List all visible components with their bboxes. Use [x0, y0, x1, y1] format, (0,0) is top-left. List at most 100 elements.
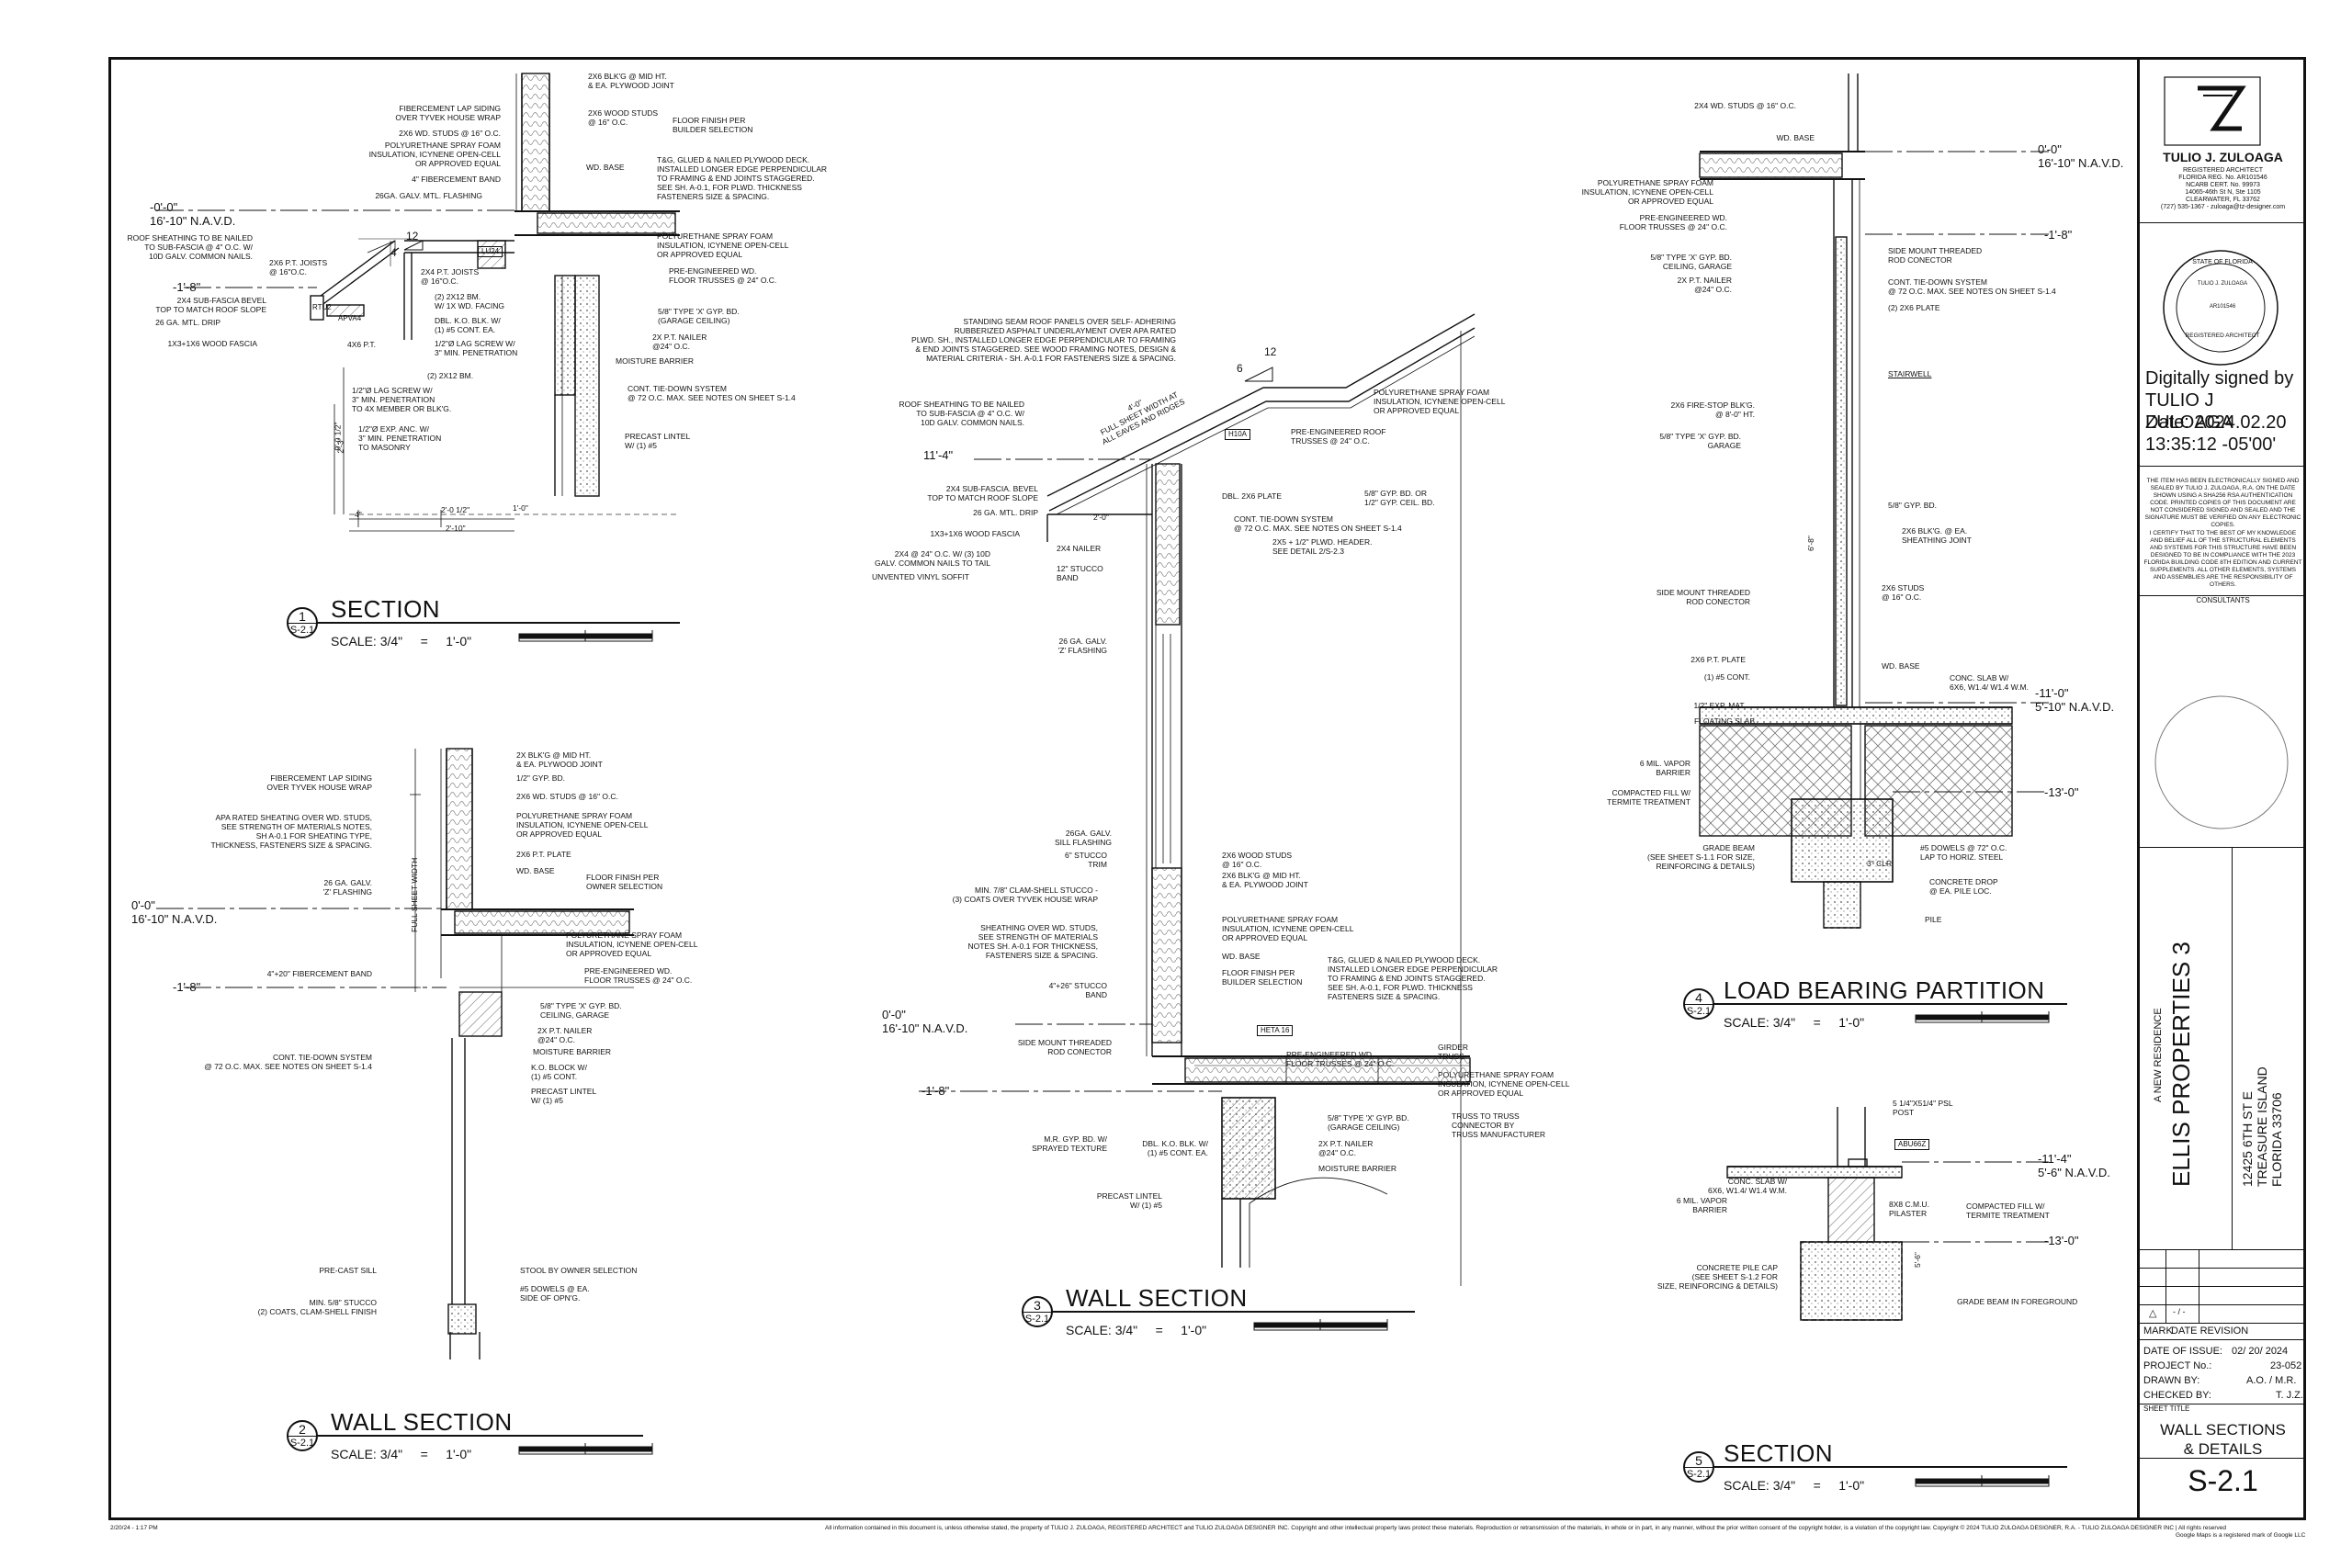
note-dowels: #5 DOWELS @ 72" O.C. LAP TO HORIZ. STEEL — [1920, 843, 2007, 862]
note-roof-panels: STANDING SEAM ROOF PANELS OVER SELF- ADH… — [911, 317, 1176, 363]
pitch-run: 12 — [406, 230, 419, 243]
note-beam: (2) 2x12 BM. — [427, 371, 474, 380]
note-dowels: #5 DOWELS @ EA. SIDE OF OPN'G. — [520, 1284, 590, 1303]
note-pile-cap: CONCRETE PILE CAP (SEE SHEET S-1.2 FOR S… — [1657, 1263, 1778, 1291]
note-grade-beam: GRADE BEAM (SEE SHEET S-1.1 FOR SIZE, RE… — [1647, 843, 1755, 871]
tag-heta16: HETA 16 — [1257, 1025, 1294, 1036]
detail-sheet-ref: S-2.1 — [1024, 1314, 1050, 1325]
note-studs: 2x6 WD. STUDS @ 16" O.C. — [399, 129, 501, 138]
detail-title-4: LOAD BEARING PARTITION — [1724, 976, 2045, 1004]
detail-scale-3: SCALE: 3/4" = 1'-0" — [1066, 1323, 1207, 1337]
project-address-2: TREASURE ISLAND — [2255, 1066, 2269, 1187]
note-gyp-garage: 5/8" TYPE 'X' GYP. BD. GARAGE — [1659, 432, 1741, 450]
dim-1: 2'-0 1/2" — [441, 505, 470, 514]
note-gyp-ceiling: 5/8" TYPE 'X' GYP. BD. CEILING, GARAGE — [540, 1001, 622, 1020]
elevation-d3-roof: 11'-4" — [923, 448, 954, 462]
note-floor-trusses: PRE-ENGINEERED WD. FLOOR TRUSSES @ 24" O… — [669, 266, 777, 285]
google-notice: Google Maps is a registered mark of Goog… — [2176, 1532, 2306, 1539]
elevation-d3-top: 0'-0" 16'-10" N.A.V.D. — [882, 1008, 968, 1035]
note-precast-lintel: PRECAST LINTEL w/ (1) #5 — [531, 1087, 597, 1105]
note-wd-base: WD. BASE — [516, 866, 555, 875]
note-truss-connector: TRUSS TO TRUSS CONNECTOR BY TRUSS MANUFA… — [1452, 1111, 1546, 1139]
elevation-d4-low: -1'-8" — [2044, 228, 2073, 242]
digital-signature-line-2: TULIO J ZULOAGA — [2145, 390, 2233, 433]
note-plywood-deck: T&G, GLUED & NAILED PLYWOOD DECK. INSTAL… — [1328, 955, 1498, 1001]
note-tie-down: CONT. TIE-DOWN SYSTEM @ 72 O.C. MAX. SEE… — [1888, 277, 2056, 296]
note-blocking: 2x6 BLK'G @ MID HT. & EA. PLYWOOD JOINT — [1222, 871, 1308, 889]
detail-scale-2: SCALE: 3/4" = 1'-0" — [331, 1447, 472, 1461]
dim-clear: 3" CLR — [1867, 859, 1893, 868]
note-soffit: UNVENTED VINYL SOFFIT — [872, 572, 969, 581]
note-floor-finish: FLOOR FINISH PER OWNER SELECTION — [586, 873, 663, 891]
note-floor-finish: FLOOR FINISH PER BUILDER SELECTION — [1222, 968, 1303, 987]
note-precast-sill: PRE-CAST SILL — [319, 1266, 377, 1275]
note-floating-slab: FLOATING SLAB — [1694, 716, 1755, 726]
consultants-label: CONSULTANTS — [2196, 596, 2250, 604]
pitch-rise: 6 — [1237, 362, 1243, 375]
note-floor-finish: FLOOR FINISH PER BUILDER SELECTION — [673, 116, 753, 134]
note-studs: 2x6 WD. STUDS @ 16" O.C. — [516, 792, 618, 801]
note-flashing: 26GA. GALV. MTL. FLASHING — [375, 191, 482, 200]
revision-date-label: DATE REVISION — [2171, 1325, 2249, 1337]
sheet-title: WALL SECTIONS & DETAILS — [2160, 1421, 2286, 1458]
note-wd-base: WD. BASE — [586, 163, 625, 172]
checked-by: T. J.Z. — [2276, 1390, 2303, 1401]
digital-signature-line-4: 13:35:12 -05'00' — [2145, 434, 2277, 455]
note-blocking: 2x BLK'G @ MID HT. & EA. PLYWOOD JOINT — [516, 750, 603, 769]
sheet-title-label: SHEET TITLE — [2143, 1404, 2190, 1413]
title-underlines — [317, 622, 2067, 1468]
note-insulation-3: POLYURETHANE SPRAY FOAM INSULATION, ICYN… — [1438, 1070, 1570, 1098]
seal-text-title: REGISTERED ARCHITECT — [2185, 333, 2260, 339]
note-z-flashing: 26 GA. GALV. 'Z' FLASHING — [322, 878, 372, 897]
note-roof-sheathing: ROOF SHEATHING TO BE NAILED TO SUB-FASCI… — [899, 400, 1025, 427]
note-wd-base: WD. BASE — [1776, 133, 1815, 142]
note-siding: FIBERCEMENT LAP SIDING OVER TYVEK HOUSE … — [395, 104, 501, 122]
note-insulation: POLYURETHANE SPRAY FOAM INSULATION, ICYN… — [368, 141, 501, 168]
checked-by-label: CHECKED BY: — [2143, 1390, 2211, 1401]
note-insulation: POLYURETHANE SPRAY FOAM INSULATION, ICYN… — [1374, 388, 1506, 415]
elevation-d4-top: 0'-0" 16'-10" N.A.V.D. — [2038, 142, 2124, 170]
note-plate: (2) 2x6 PLATE — [1888, 303, 1940, 312]
note-studs: 2x4 WD. STUDS @ 16" O.C. — [1694, 101, 1796, 110]
note-gyp-bd: 5/8" TYPE 'X' GYP. BD. (GARAGE CEILING) — [658, 307, 740, 325]
revision-mark-label: MARK — [2143, 1325, 2173, 1337]
title-block-divider — [2140, 1249, 2306, 1250]
note-stairwell: STAIRWELL — [1888, 369, 1932, 378]
note-vapor-barrier: 6 MIL. VAPOR BARRIER — [1639, 759, 1690, 777]
detail-number: 2 — [288, 1422, 316, 1437]
elevation-d5-grade: -13'-0" — [2044, 1234, 2079, 1247]
note-fibercement-band: 4" FIBERCEMENT BAND — [412, 175, 501, 184]
note-ko-block: K.O. BLOCK w/ (1) #5 CONT. — [531, 1063, 587, 1081]
note-precast-lintel: PRECAST LINTEL w/ (1) #5 — [625, 432, 691, 450]
note-siding: FIBERCEMENT LAP SIDING OVER TYVEK HOUSE … — [266, 773, 372, 792]
note-pt-nailer: 2x P.T. NAILER @24" O.C. — [652, 333, 707, 351]
revision-row — [2140, 1304, 2306, 1305]
pitch-run: 12 — [1264, 345, 1277, 358]
note-floor-trusses: PRE-ENGINEERED WD. FLOOR TRUSSES @ 24" O… — [1286, 1050, 1395, 1068]
note-wood-studs: 2x6 WOOD STUDS @ 16" O.C. — [588, 108, 659, 127]
note-sill-flashing: 26GA. GALV. SILL FLASHING — [1054, 829, 1112, 847]
pitch-rise: 4 — [390, 246, 397, 259]
note-beam-facing: (2) 2x12 BM. w/ 1x WD. FACING — [435, 292, 505, 310]
note-post: 4x6 P.T. — [347, 340, 377, 349]
project-name: ELLIS PROPERTIES 3 — [2167, 942, 2195, 1187]
seal-text-number: AR101546 — [2209, 304, 2236, 310]
note-wood-studs: 2x6 WOOD STUDS @ 16" O.C. — [1222, 851, 1293, 869]
elevation-d1-low: -1'-8" — [173, 280, 201, 294]
project-divider — [2232, 847, 2233, 1249]
digital-signature-line-1: Digitally signed by — [2145, 368, 2294, 389]
note-stucco: MIN. 7/8" CLAM-SHELL STUCCO - (3) COATS … — [952, 886, 1098, 904]
tag-apva4: APVA4 — [338, 314, 362, 322]
note-stool: STOOL BY OWNER SELECTION — [520, 1266, 638, 1275]
elevation-d5-slab: -11'-4" 5'-6" N.A.V.D. — [2038, 1152, 2110, 1179]
issue-date: 02/ 20/ 2024 — [2232, 1346, 2289, 1357]
note-lag-screw: 1/2"Ø LAG SCREW w/ 3" MIN. PENETRATION — [435, 339, 518, 357]
scale-bars — [518, 630, 2050, 1487]
elevation-d4-slab: -11'-0" 5'-10" N.A.V.D. — [2035, 686, 2115, 714]
detail-sheet-ref: S-2.1 — [289, 1438, 315, 1449]
tag-rtu2: RTU2 — [312, 303, 332, 311]
